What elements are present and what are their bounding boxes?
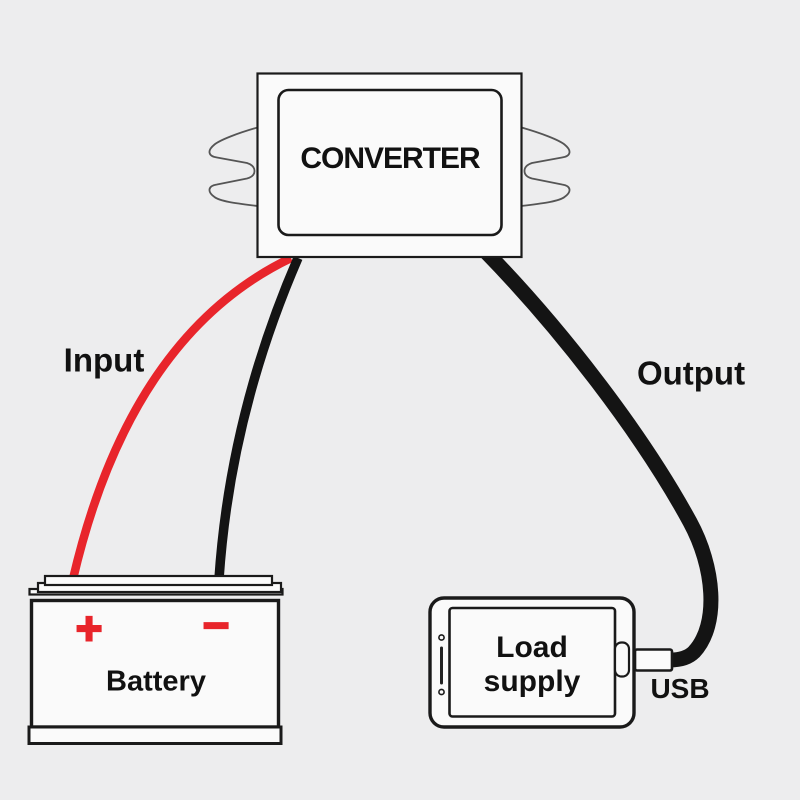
converter-mount-tab-left	[208, 126, 258, 207]
input-positive-wire	[68, 254, 293, 580]
battery-negative-symbol: −	[202, 599, 231, 651]
sensor-dot-icon	[438, 688, 445, 696]
battery-base	[27, 725, 283, 745]
battery-positive-symbol: +	[75, 602, 104, 654]
load-supply-label: Load supply	[484, 631, 581, 699]
converter-mount-tab-right	[521, 126, 571, 207]
usb-connector	[633, 648, 674, 672]
output-wire-label: Output	[636, 354, 746, 392]
load-supply-label-line2: supply	[483, 665, 581, 698]
battery-terminal-plate-upper	[43, 574, 274, 587]
usb-label: USB	[650, 673, 710, 704]
battery-label: Battery	[106, 665, 206, 698]
home-button	[613, 641, 631, 678]
input-wire-label: Input	[63, 341, 145, 379]
input-negative-wire	[214, 256, 303, 580]
converter-label: CONVERTER	[300, 142, 480, 175]
output-wire	[480, 246, 719, 668]
battery-body	[29, 598, 281, 729]
load-supply-label-line1: Load	[496, 631, 568, 664]
converter-faceplate	[277, 88, 503, 237]
camera-dot-icon	[438, 634, 445, 641]
converter-box	[256, 72, 523, 259]
